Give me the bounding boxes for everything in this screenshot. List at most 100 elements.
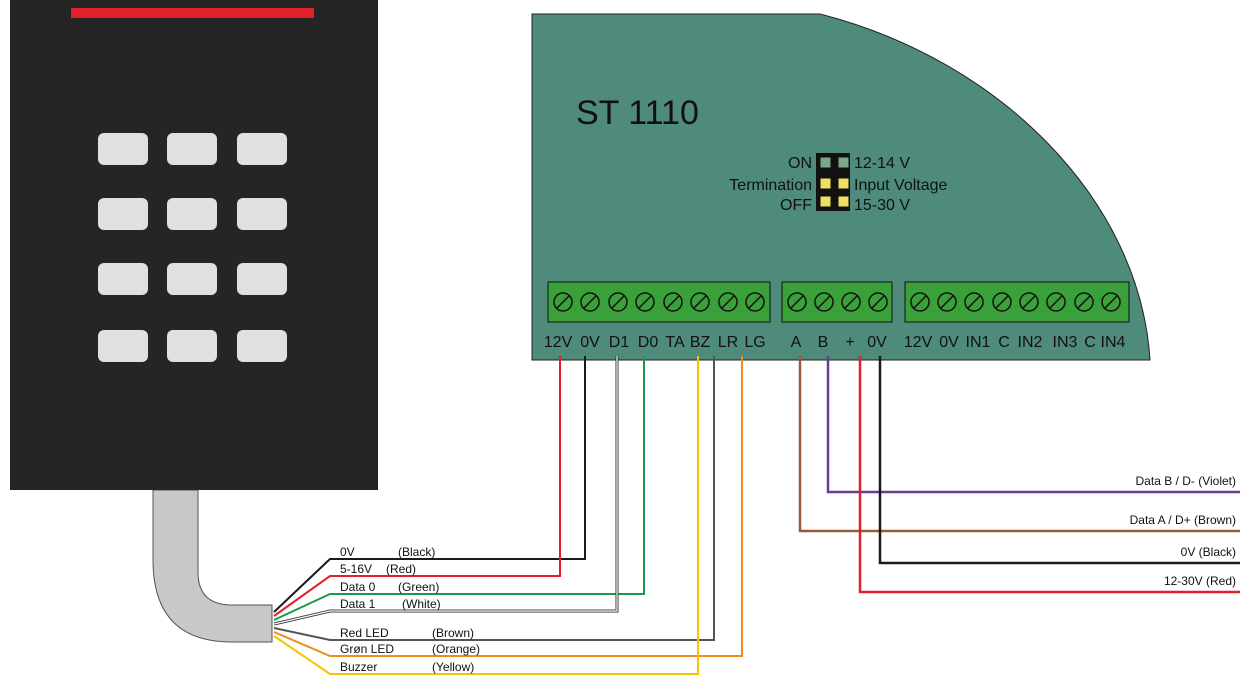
jumper-label-15-30v: 15-30 V (854, 197, 910, 214)
jumper-pin (837, 195, 850, 208)
io-terminal-label: 0V (939, 334, 959, 351)
terminal-screw (745, 292, 765, 312)
bus-wire-label: Data B / D- (Violet) (1136, 474, 1236, 488)
jumper-pin (819, 195, 832, 208)
reader-cable (152, 489, 273, 643)
terminal-screw (1046, 292, 1066, 312)
io-terminal-label: 12V (904, 334, 933, 351)
terminal-screw (635, 292, 655, 312)
terminal-screw (553, 292, 573, 312)
keypad-key (98, 133, 148, 165)
bus-wire (826, 356, 1240, 494)
keypad-key (167, 330, 217, 362)
reader-wire (273, 356, 586, 613)
reader-wire (273, 356, 561, 617)
terminal-screw (787, 292, 807, 312)
card-reader (10, 0, 378, 490)
reader-wire-color-label: (Red) (386, 562, 416, 576)
reader-wire-color-label: (Green) (398, 580, 439, 594)
bus-terminal-label: A (791, 334, 802, 351)
keypad-key (167, 263, 217, 295)
bus-wire-label: Data A / D+ (Brown) (1130, 513, 1236, 527)
reader-wire-label: Data 1 (340, 597, 376, 611)
jumper-label-12-14v: 12-14 V (854, 155, 910, 172)
reader-terminal-label: 0V (580, 334, 600, 351)
terminal-screw (580, 292, 600, 312)
reader-terminal-label: LG (744, 334, 765, 351)
terminal-screw (718, 292, 738, 312)
reader-terminal-label: D0 (638, 334, 659, 351)
reader-led-strip (71, 8, 314, 18)
reader-wire-label: 0V (340, 545, 355, 559)
terminal-screw (841, 292, 861, 312)
terminal-screw (814, 292, 834, 312)
keypad-key (98, 330, 148, 362)
reader-wire-label: Buzzer (340, 660, 377, 674)
reader-wire (273, 356, 743, 657)
jumper-label-input-voltage: Input Voltage (854, 177, 948, 194)
reader-wire-color-label: (Black) (398, 545, 435, 559)
reader-keypad (98, 133, 287, 362)
reader-wire-label: Data 0 (340, 580, 376, 594)
reader-terminal-label: 12V (544, 334, 573, 351)
reader-terminal-label: LR (718, 334, 738, 351)
bus-terminal-label: 0V (867, 334, 887, 351)
reader-wire-color-label: (Yellow) (432, 660, 474, 674)
jumper-pin (819, 156, 832, 169)
jumper-label-termination: Termination (729, 177, 812, 194)
io-terminal-label: IN3 (1053, 334, 1078, 351)
bus-wire (798, 356, 1240, 533)
terminal-screw (964, 292, 984, 312)
reader-wire (273, 356, 715, 641)
io-terminal-label: C (998, 334, 1010, 351)
reader-terminal-label: TA (665, 334, 685, 351)
jumper-pin (819, 177, 832, 190)
terminal-screw (1101, 292, 1121, 312)
reader-wire-color-label: (White) (402, 597, 441, 611)
terminal-screw (690, 292, 710, 312)
bus-wire-label: 12-30V (Red) (1164, 574, 1236, 588)
io-terminal-label: IN1 (966, 334, 991, 351)
terminal-screw (663, 292, 683, 312)
terminal-screw (1019, 292, 1039, 312)
jumper-block: ON Termination OFF 12-14 V Input Voltage… (729, 153, 948, 214)
jumper-pin (837, 177, 850, 190)
keypad-key (98, 198, 148, 230)
terminal-screw (910, 292, 930, 312)
reader-wire (273, 356, 645, 621)
reader-wire (273, 356, 618, 625)
io-terminal-label: IN2 (1018, 334, 1043, 351)
reader-body (10, 0, 378, 490)
keypad-key (237, 263, 287, 295)
bus-terminal-label: + (845, 334, 854, 351)
bus-wire (858, 356, 1240, 594)
reader-wire-label: 5-16V (340, 562, 372, 576)
controller-model: ST 1110 (576, 94, 699, 132)
io-terminal-label: C (1084, 334, 1096, 351)
reader-terminal-label: D1 (609, 334, 630, 351)
keypad-key (237, 133, 287, 165)
keypad-key (237, 330, 287, 362)
keypad-key (237, 198, 287, 230)
bus-terminal-label: B (818, 334, 829, 351)
reader-terminal-label: BZ (690, 334, 711, 351)
bus-wire-label: 0V (Black) (1181, 545, 1236, 559)
terminal-screw (1074, 292, 1094, 312)
reader-wire-label: Grøn LED (340, 642, 394, 656)
keypad-key (167, 198, 217, 230)
reader-wire-label: Red LED (340, 626, 389, 640)
reader-wire-color-label: (Orange) (432, 642, 480, 656)
terminal-screw (992, 292, 1012, 312)
reader-wire (273, 356, 699, 675)
jumper-label-off: OFF (780, 197, 812, 214)
jumper-pin (837, 156, 850, 169)
terminal-screw (937, 292, 957, 312)
bus-wire (878, 356, 1240, 565)
keypad-key (98, 263, 148, 295)
jumper-label-on: ON (788, 155, 812, 172)
terminal-screw (868, 292, 888, 312)
terminal-screw (608, 292, 628, 312)
reader-wire-color-label: (Brown) (432, 626, 474, 640)
io-terminal-label: IN4 (1101, 334, 1126, 351)
